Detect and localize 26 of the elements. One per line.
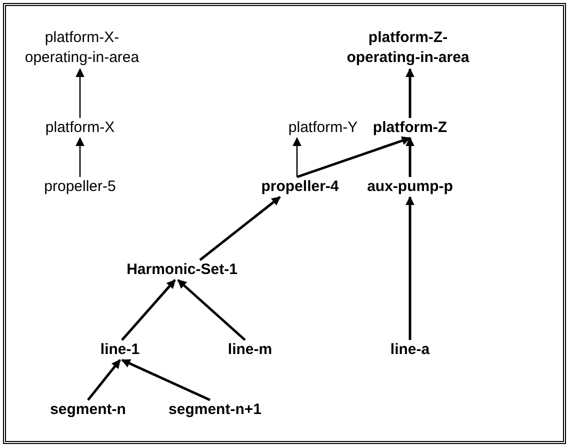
node-label: platform-Z-operating-in-area (346, 28, 470, 68)
arrow (406, 68, 414, 118)
node-label: segment-n+1 (168, 400, 262, 420)
arrow (177, 279, 246, 341)
arrow (87, 359, 121, 401)
node-label: segment-n (50, 400, 126, 420)
node-label: line-1 (100, 340, 140, 360)
arrow (76, 137, 84, 177)
node-label: platform-X-operating-in-area (24, 28, 140, 68)
arrow (76, 68, 84, 118)
arrow (406, 196, 414, 340)
node-label: platform-Y (288, 118, 358, 138)
arrow (199, 196, 281, 261)
node-label: line-m (228, 340, 272, 360)
node-label: platform-Z (372, 118, 448, 138)
node-label: platform-X (45, 118, 115, 138)
arrow (121, 358, 211, 402)
node-label: propeller-4 (261, 177, 339, 197)
node-label: Harmonic-Set-1 (126, 260, 238, 280)
arrow (406, 137, 414, 177)
arrow (292, 137, 302, 177)
arrow (296, 136, 411, 178)
node-label: aux-pump-p (367, 177, 453, 197)
arrow (121, 279, 176, 341)
node-label: line-a (390, 340, 430, 360)
node-label: propeller-5 (44, 177, 116, 197)
